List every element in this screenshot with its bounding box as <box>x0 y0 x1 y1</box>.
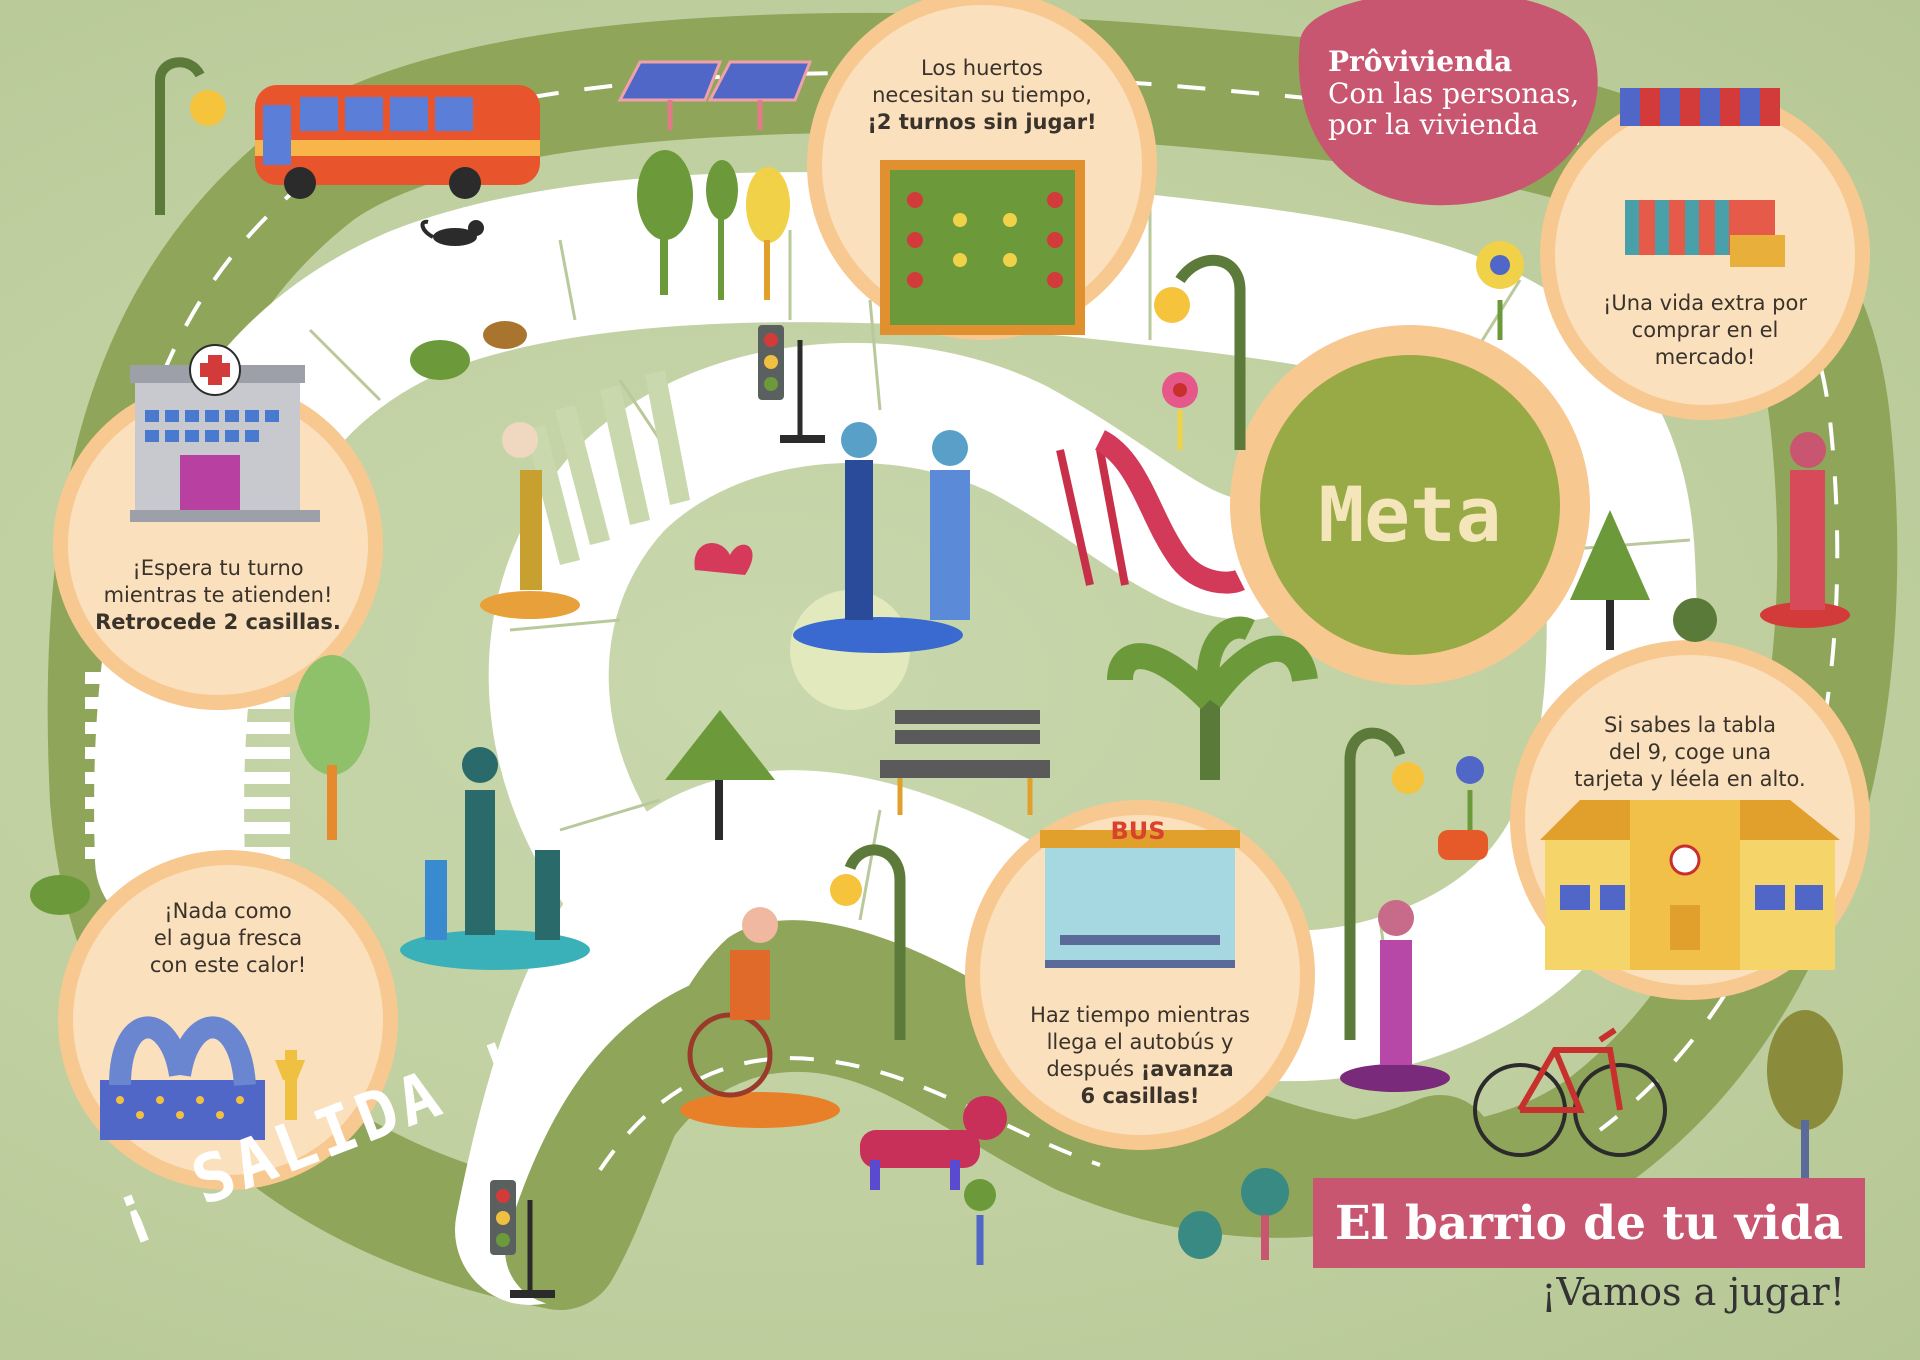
road-inner-dashes <box>598 1056 1101 1172</box>
goal-circle <box>1230 325 1590 685</box>
school-icon <box>1540 800 1840 970</box>
huertos-line-2: necesitan su tiempo, <box>872 83 1092 107</box>
huertos-line-1: Los huertos <box>921 56 1043 80</box>
colegio-line-3: tarjeta y léela en alto. <box>1574 767 1806 791</box>
bus-stop-icon <box>1040 830 1240 968</box>
square-centro-salud: ¡Espera tu turno mientras te atienden! R… <box>88 555 348 636</box>
street-lamp-icon <box>155 57 1424 1040</box>
path-white-inner <box>488 342 1310 940</box>
bus-stop-sign: BUS <box>1110 817 1166 845</box>
autobus-line-2: llega el autobús y <box>1046 1030 1234 1054</box>
colegio-line-2: del 9, coge una <box>1608 740 1772 764</box>
flower-icon <box>694 241 1524 1265</box>
garden-icon <box>880 160 1085 335</box>
centro-salud-line-3: Retrocede 2 casillas. <box>95 610 341 634</box>
game-subtitle: ¡Vamos a jugar! <box>1541 1270 1845 1314</box>
game-title: El barrio de tu vida <box>1313 1178 1865 1268</box>
bicycle-icon <box>1473 1027 1667 1157</box>
zebra-crossing-center <box>525 370 690 565</box>
dog-icon <box>860 1096 1007 1190</box>
square-colegio: Si sabes la tabla del 9, coge una tarjet… <box>1555 712 1825 793</box>
mercado-line-1: ¡Una vida extra por <box>1603 291 1807 315</box>
brand-blob <box>1298 0 1598 206</box>
tree-icon <box>294 150 1843 1260</box>
colegio-line-1: Si sabes la tabla <box>1603 713 1777 737</box>
centro-salud-line-1: ¡Espera tu turno <box>132 556 304 580</box>
market-stall-icon <box>1620 88 1785 267</box>
centro-salud-line-2: mientras te atienden! <box>103 583 333 607</box>
brand-name: Prôvivienda <box>1328 45 1513 78</box>
brand-tagline-1: Con las personas, <box>1328 77 1580 110</box>
autobus-line-3-bold: ¡avanza <box>1140 1057 1234 1081</box>
fuente-line-2: el agua fresca <box>153 926 303 950</box>
autobus-line-3-text: después <box>1046 1057 1135 1081</box>
hospital-icon <box>130 344 320 522</box>
mercado-line-2: comprar en el <box>1631 318 1779 342</box>
square-fuente: ¡Nada como el agua fresca con este calor… <box>108 898 348 979</box>
square-huertos: Los huertos necesitan su tiempo, ¡2 turn… <box>862 55 1102 136</box>
autobus-line-4: 6 casillas! <box>1080 1084 1200 1108</box>
pawn-icon <box>400 422 1850 1128</box>
bush-icon <box>30 321 1717 1259</box>
bench-icon <box>880 710 1050 815</box>
autobus-line-1: Haz tiempo mientras <box>1030 1003 1250 1027</box>
brand-tagline-2: por la vivienda <box>1328 108 1539 141</box>
brand-logo: Prôvivienda Con las personas, por la viv… <box>1328 45 1579 140</box>
slide-icon <box>1056 430 1245 594</box>
palm-icon <box>1107 616 1318 780</box>
solar-panel-icon <box>617 60 813 130</box>
mercado-line-3: mercado! <box>1654 345 1756 369</box>
cat-icon <box>420 219 484 246</box>
bus-icon <box>255 85 540 199</box>
square-autobus: Haz tiempo mientras llega el autobús y d… <box>1015 1002 1265 1110</box>
huertos-line-3: ¡2 turnos sin jugar! <box>867 110 1097 134</box>
fuente-line-1: ¡Nada como <box>164 899 292 923</box>
traffic-light-icon <box>490 325 825 1298</box>
fuente-line-3: con este calor! <box>149 953 307 977</box>
goal-label: Meta <box>1318 470 1502 559</box>
fountain-icon <box>100 1016 305 1140</box>
autobus-line-3: después ¡avanza <box>1015 1056 1265 1083</box>
square-mercado: ¡Una vida extra por comprar en el mercad… <box>1580 290 1830 371</box>
